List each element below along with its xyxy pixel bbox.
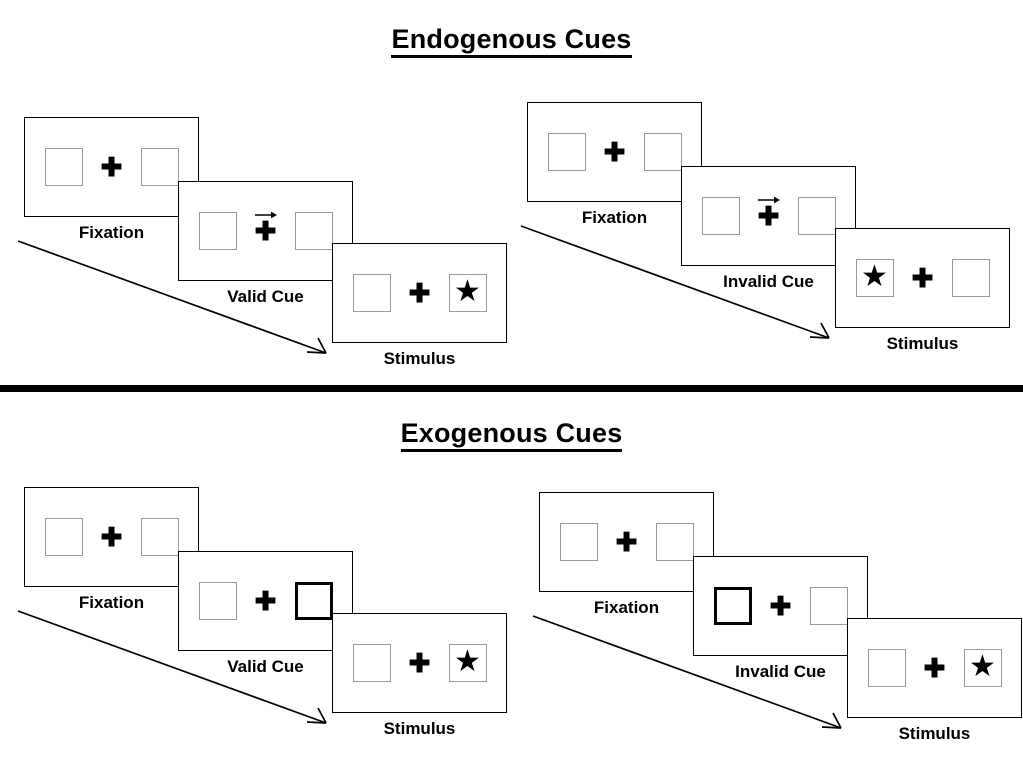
trial-frame-invalid-cue: ★ ✚ ★ [693,556,868,656]
stimulus-box-right: ★ [655,523,694,561]
stage-label-stimulus: Stimulus [886,334,959,353]
stimulus-box-right: ★ [140,518,179,556]
trial-frame-content: ★ ✚ ★ [836,229,1009,327]
fixation-center: ✚ [253,579,279,623]
trial-frame-fixation: ★ ✚ ★ [24,487,199,587]
trial-frame-stimulus: ★ ✚ ★ [847,618,1022,718]
stage-label-invalid-cue: Invalid Cue [723,272,814,291]
trial-frame-content: ★ ✚ ★ [179,552,352,650]
trial-frame-fixation: ★ ✚ ★ [24,117,199,217]
target-star-icon: ★ [861,260,888,293]
trial-frame-content: ★ ✚ ★ [694,557,867,655]
fixation-plus-icon: ✚ [408,278,431,308]
stimulus-box-left: ★ [44,518,83,556]
stage-label-valid-cue: Valid Cue [227,287,304,306]
fixation-plus-icon: ✚ [408,648,431,678]
stimulus-box-right: ★ [951,259,990,297]
trial-frame-stimulus: ★ ✚ ★ [835,228,1010,328]
stage-label-valid-cue: Valid Cue [227,657,304,676]
stimulus-box-right: ★ [448,274,487,312]
fixation-plus-icon: ✚ [100,152,123,182]
fixation-plus-icon: ✚ [254,586,277,616]
fixation-center: ✚ [910,256,936,300]
fixation-center: ✚ [768,584,794,628]
sequence-group-exogenous-valid: ★ ✚ ★ Fixation ★ ✚ ★ Valid Cue ★ ✚ ★ Stimulus [0,465,512,755]
section-title-endogenous-text: Endogenous Cues [391,24,632,58]
trial-frame-stimulus: ★ ✚ ★ [332,613,507,713]
trial-frame-content: ★ ✚ ★ [25,118,198,216]
stimulus-box-right: ★ [797,197,836,235]
stimulus-box-left: ★ [198,582,237,620]
fixation-plus-icon: ✚ [757,201,780,231]
fixation-center: ✚ [407,271,433,315]
stimulus-box-right: ★ [963,649,1002,687]
stage-label-stimulus: Stimulus [898,724,971,743]
trial-frame-content: ★ ✚ ★ [848,619,1021,717]
trial-frame-fixation: ★ ✚ ★ [539,492,714,592]
sequence-group-endogenous-valid: ★ ✚ ★ Fixation ★ ✚ ★ Valid Cue ★ ✚ ★ Stimulus [0,95,512,385]
fixation-plus-icon: ✚ [923,653,946,683]
trial-frame-content: ★ ✚ ★ [528,103,701,201]
trial-frame-content: ★ ✚ ★ [682,167,855,265]
trial-frame-fixation: ★ ✚ ★ [527,102,702,202]
cue-arrow-right-icon [254,211,277,219]
fixation-plus-icon: ✚ [615,527,638,557]
trial-frame-content: ★ ✚ ★ [540,493,713,591]
trial-frame-content: ★ ✚ ★ [25,488,198,586]
stimulus-box-right: ★ [294,212,333,250]
stimulus-box-right-cued: ★ [294,582,333,620]
fixation-plus-icon: ✚ [603,137,626,167]
section-divider [0,385,1023,392]
trial-frame-content: ★ ✚ ★ [333,244,506,342]
trial-frame-invalid-cue: ★ ✚ ★ [681,166,856,266]
fixation-plus-icon: ✚ [911,263,934,293]
fixation-center: ✚ [99,515,125,559]
fixation-center: ✚ [99,145,125,189]
stage-label-invalid-cue: Invalid Cue [735,662,826,681]
cue-arrow-right-icon [757,196,780,204]
stimulus-box-right: ★ [140,148,179,186]
target-star-icon: ★ [454,645,481,678]
target-star-icon: ★ [454,275,481,308]
stimulus-box-right: ★ [809,587,848,625]
stage-label-stimulus: Stimulus [383,349,456,368]
trial-frame-content: ★ ✚ ★ [179,182,352,280]
stimulus-box-left: ★ [701,197,740,235]
stage-label-fixation: Fixation [581,208,648,227]
fixation-center: ✚ [756,194,782,238]
stage-label-stimulus: Stimulus [383,719,456,738]
stimulus-box-left: ★ [559,523,598,561]
stage-label-fixation: Fixation [78,223,145,242]
stimulus-box-left-cued: ★ [713,587,752,625]
fixation-center: ✚ [407,641,433,685]
stage-label-fixation: Fixation [78,593,145,612]
trial-frame-valid-cue: ★ ✚ ★ [178,551,353,651]
trial-frame-content: ★ ✚ ★ [333,614,506,712]
stimulus-box-left: ★ [855,259,894,297]
fixation-plus-icon: ✚ [769,591,792,621]
stimulus-box-left: ★ [198,212,237,250]
section-title-exogenous: Exogenous Cues [0,418,1023,452]
stimulus-box-left: ★ [547,133,586,171]
section-title-exogenous-text: Exogenous Cues [400,418,623,452]
stimulus-box-left: ★ [44,148,83,186]
fixation-center: ✚ [614,520,640,564]
trial-frame-stimulus: ★ ✚ ★ [332,243,507,343]
stimulus-box-right: ★ [448,644,487,682]
fixation-center: ✚ [602,130,628,174]
stimulus-box-left: ★ [352,274,391,312]
trial-frame-valid-cue: ★ ✚ ★ [178,181,353,281]
stimulus-box-right: ★ [643,133,682,171]
sequence-group-exogenous-invalid: ★ ✚ ★ Fixation ★ ✚ ★ Invalid Cue ★ ✚ ★ Stimulus [515,470,1023,760]
fixation-plus-icon: ✚ [254,216,277,246]
fixation-center: ✚ [253,209,279,253]
stimulus-box-left: ★ [867,649,906,687]
fixation-plus-icon: ✚ [100,522,123,552]
stimulus-box-left: ★ [352,644,391,682]
target-star-icon: ★ [969,650,996,683]
section-title-endogenous: Endogenous Cues [0,24,1023,58]
sequence-group-endogenous-invalid: ★ ✚ ★ Fixation ★ ✚ ★ Invalid Cue ★ ✚ ★ Stimulus [503,80,1015,370]
fixation-center: ✚ [922,646,948,690]
stage-label-fixation: Fixation [593,598,660,617]
